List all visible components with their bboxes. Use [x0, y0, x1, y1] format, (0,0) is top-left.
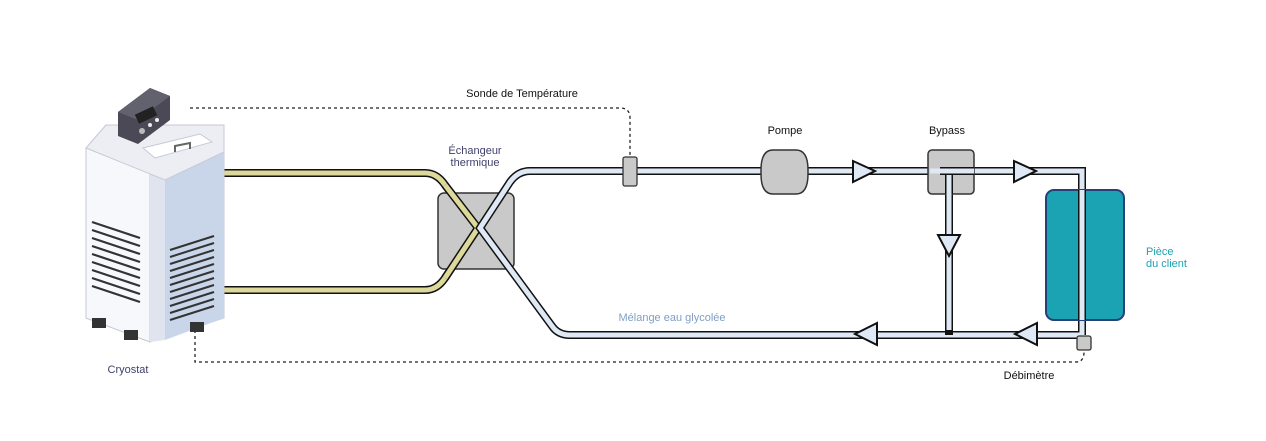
echangeur-label-line2: thermique [451, 157, 500, 169]
bypass-label: Bypass [929, 125, 966, 137]
sensor-dashed-line [190, 107, 631, 158]
piece-label-line1: Pièce [1146, 246, 1174, 258]
flow-arrow-icon [1012, 321, 1038, 347]
melange-label: Mélange eau glycolée [618, 312, 725, 324]
flow-arrow-icon [852, 159, 878, 184]
glycol-loop-pipe [475, 166, 1086, 339]
echangeur-label-line1: Échangeur [448, 144, 502, 157]
flow-arrow-icon [936, 234, 962, 259]
debimetre-label: Débimètre [1004, 370, 1055, 382]
flowmeter-dashed-line [194, 300, 1085, 363]
flow-arrow-icon [1013, 159, 1039, 184]
sonde-label: Sonde de Température [466, 88, 578, 100]
cryostat-label: Cryostat [108, 364, 149, 376]
cryostat-unit-icon [85, 88, 225, 343]
flow-arrow-icon [852, 321, 878, 347]
temperature-probe [622, 156, 638, 187]
pump [760, 149, 809, 195]
piece-label-line2: du client [1146, 258, 1187, 270]
flow-meter [1076, 335, 1092, 351]
pompe-label: Pompe [768, 125, 803, 137]
